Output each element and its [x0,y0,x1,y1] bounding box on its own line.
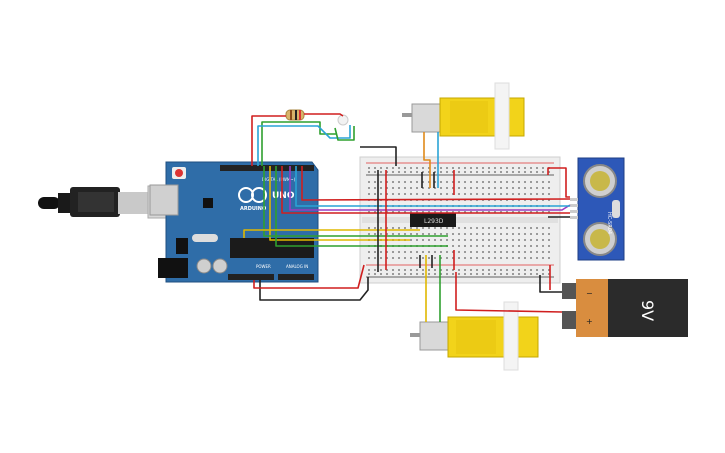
arduino-logo-text: ARDUINO [240,206,266,212]
l293d-chip[interactable]: L293D [410,213,456,227]
arduino-board[interactable]: ARDUINO UNO DIGITAL (PWM~) POWER ANALOG … [149,161,319,283]
motor-bottom[interactable] [410,301,539,371]
arduino-logo [238,187,267,203]
chip-label: L293D [424,218,444,225]
analog-header-label: ANALOG IN [286,264,308,269]
power-header-label: POWER [256,264,271,269]
ultrasonic-sensor[interactable]: HC-SR04 [570,157,625,261]
battery-9v[interactable]: − + 9V [562,279,688,337]
digital-header-label: DIGITAL (PWM~) [262,177,296,182]
sensor-label: HC-SR04 [606,212,612,234]
motor-top[interactable] [402,82,525,150]
battery-plus-label: + [586,317,593,326]
sensor-pins [570,198,578,219]
resistor[interactable] [285,109,305,121]
wires [243,113,571,322]
led[interactable] [337,114,349,126]
arduino-model-text: UNO [272,191,295,201]
battery-label: 9V [638,300,657,321]
battery-minus-label: − [586,289,593,298]
breadboard[interactable] [359,156,561,284]
